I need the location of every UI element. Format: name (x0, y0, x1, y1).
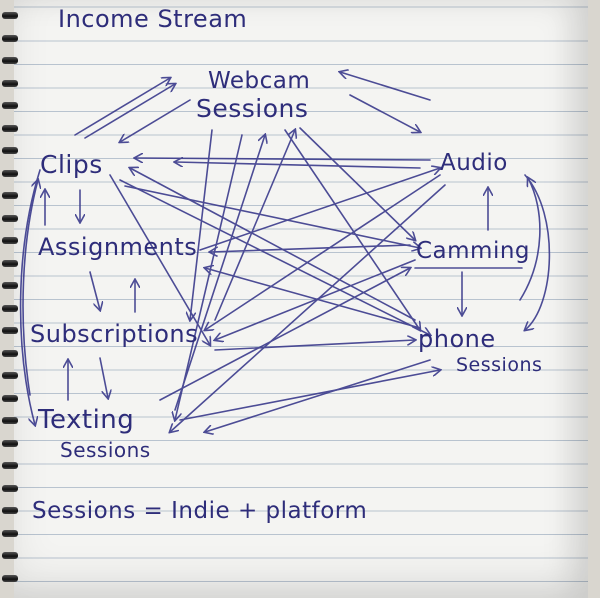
spiral-ring (2, 552, 18, 559)
arrow-audio-phone-curve (525, 174, 551, 330)
node-webcam-label-line2: Sessions (196, 94, 309, 123)
page-title: Income Stream (58, 5, 248, 33)
node-webcam-label-line1: Webcam (208, 68, 311, 94)
arrow-subscriptions-to-phone (214, 340, 415, 351)
spiral-ring (2, 214, 18, 222)
arrow-webcam-to-clips (120, 99, 191, 142)
spiral-ring (2, 484, 18, 492)
arrow-assignments-to-subscriptions (89, 271, 100, 310)
spiral-ring (2, 304, 18, 312)
arrow-audio-to-webcam (340, 72, 431, 101)
spiral-ring (2, 124, 18, 132)
spiral-ring (2, 102, 18, 109)
arrow-webcam-to-audio (349, 94, 420, 132)
node-assignments-label: Assignments (38, 233, 198, 261)
arrow-camming-to-assignments (210, 244, 411, 252)
spiral-binding (0, 0, 24, 598)
notebook-page (14, 0, 588, 598)
arrow-subscriptions-to-texting (99, 357, 108, 398)
arrow-texting-to-phone (179, 370, 440, 421)
arrow-clips-to-subscriptions (109, 174, 210, 345)
arrow-audio-to-texting (170, 184, 446, 432)
spiral-ring (2, 529, 18, 537)
node-audio-label: Audio (440, 150, 508, 176)
arrow-phone-to-assignments (205, 268, 421, 329)
arrow-clips-to-phone (119, 179, 430, 335)
arrow-texting-to-camming (159, 268, 410, 401)
spiral-ring (2, 12, 18, 19)
arrow-clips-to-camming (124, 185, 420, 248)
spiral-ring (2, 282, 18, 289)
footnote: Sessions = Indie + platform (32, 498, 368, 524)
spiral-ring (2, 417, 18, 424)
arrow-webcam-to-texting (175, 134, 243, 420)
arrow-phone-audio-curve (519, 178, 541, 301)
spiral-ring (2, 237, 18, 244)
node-phone-label-line2: Sessions (456, 354, 543, 376)
spiral-ring (2, 57, 18, 64)
spiral-ring (2, 169, 18, 177)
spiral-ring (2, 462, 18, 469)
spiral-ring (2, 192, 18, 199)
spiral-ring (2, 394, 18, 402)
arrow-assignments-to-audio (199, 168, 440, 251)
arrow-webcam-to-phone (284, 129, 420, 330)
arrow-phone-to-texting (205, 359, 431, 432)
arrow-camming-to-subscriptions (215, 259, 416, 340)
node-camming-label: Camming (416, 238, 531, 264)
spiral-ring (2, 349, 18, 357)
node-texting-label-line1: Texting (38, 405, 135, 435)
node-texting-label-line2: Sessions (60, 438, 151, 462)
spiral-ring (2, 147, 18, 154)
node-subscriptions-label: Subscriptions (30, 320, 199, 348)
arrow-webcam-to-camming (299, 127, 415, 240)
arrow-subscriptions-to-webcam (214, 130, 295, 321)
node-phone-label-line1: phone (418, 325, 496, 353)
spiral-ring (2, 372, 18, 379)
arrow-phone-to-clips (130, 168, 416, 321)
spiral-ring (2, 439, 18, 447)
arrow-audio-to-clips-2 (175, 162, 421, 169)
spiral-ring (2, 79, 18, 87)
arrow-clips-to-webcam-2 (84, 84, 175, 139)
arrow-clips-texting-curve (19, 169, 41, 425)
node-clips-label: Clips (40, 150, 103, 179)
arrow-texting-clips-curve (22, 180, 38, 396)
spiral-ring (2, 574, 18, 582)
arrow-webcam-to-subscriptions (190, 129, 213, 320)
arrow-audio-to-subscriptions (205, 174, 441, 330)
spiral-ring (2, 259, 18, 267)
spiral-ring (2, 507, 18, 514)
spiral-ring (2, 327, 18, 334)
spiral-ring (2, 34, 18, 42)
arrow-clips-to-webcam (74, 78, 170, 136)
